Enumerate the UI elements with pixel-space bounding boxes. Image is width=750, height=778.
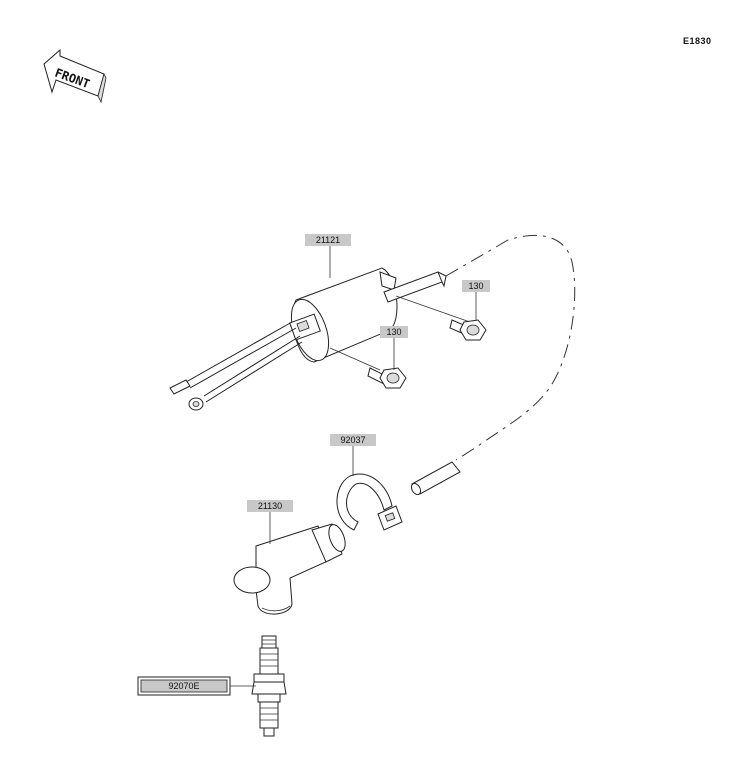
bolt-lower[interactable] xyxy=(367,367,407,389)
coil-wires xyxy=(169,321,303,411)
label-clamp-text: 92037 xyxy=(340,435,365,445)
label-plug-cap-text: 21130 xyxy=(258,501,282,511)
label-ignition-coil[interactable]: 21121 xyxy=(305,234,351,246)
label-spark-plug[interactable]: 92070E xyxy=(137,676,231,696)
lead-terminal xyxy=(410,461,461,496)
clamp[interactable] xyxy=(336,473,403,531)
leader-lines xyxy=(230,246,477,687)
label-bolt-upper-text: 130 xyxy=(468,281,483,291)
diagram-code: E1830 xyxy=(683,36,712,46)
spark-plug[interactable] xyxy=(251,635,287,737)
high-tension-lead xyxy=(445,234,576,461)
label-spark-plug-text: 92070E xyxy=(168,681,199,691)
label-clamp[interactable]: 92037 xyxy=(330,434,376,446)
label-bolt-upper[interactable]: 130 xyxy=(462,280,490,292)
spark-plug-cap[interactable] xyxy=(233,522,348,615)
label-ignition-coil-text: 21121 xyxy=(316,235,340,245)
label-bolt-lower[interactable]: 130 xyxy=(380,326,408,338)
label-bolt-lower-text: 130 xyxy=(386,327,401,337)
ignition-coil[interactable] xyxy=(284,267,471,371)
bolt-upper[interactable] xyxy=(449,319,487,341)
label-plug-cap[interactable]: 21130 xyxy=(247,500,293,512)
front-arrow-icon: FRONT xyxy=(43,48,107,104)
